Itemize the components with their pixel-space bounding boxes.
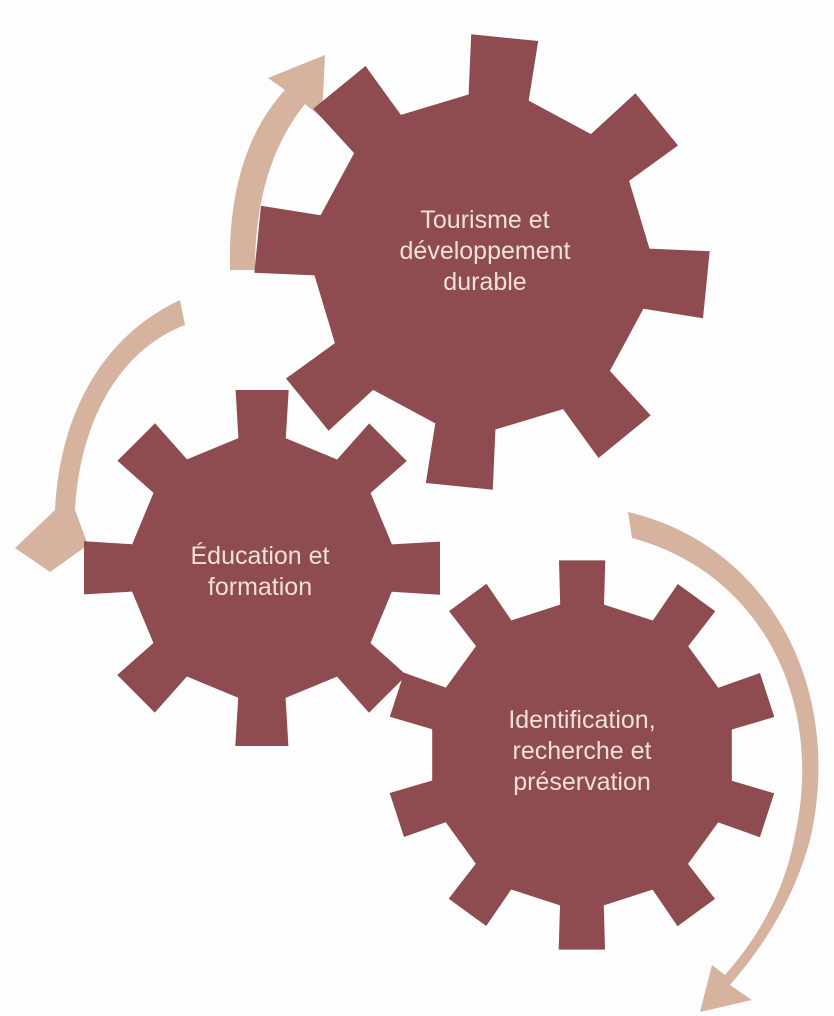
- gear-top-shape: [254, 34, 710, 490]
- gear-top-label: Tourisme et développement durable: [399, 206, 571, 296]
- arrow-left-arc: [15, 300, 185, 572]
- gear-left-shape: [84, 390, 440, 746]
- arrow-top-arc: [229, 55, 325, 270]
- gear-left-label: Éducation et formation: [190, 542, 330, 601]
- gear-top: [254, 34, 710, 490]
- arrow-right-arc: [628, 512, 819, 1012]
- gear-left: [84, 390, 440, 746]
- gear-bottom: [389, 560, 775, 950]
- gear-bottom-label: Identification, recherche et préservatio…: [508, 706, 656, 796]
- gear-bottom-shape: [389, 560, 775, 950]
